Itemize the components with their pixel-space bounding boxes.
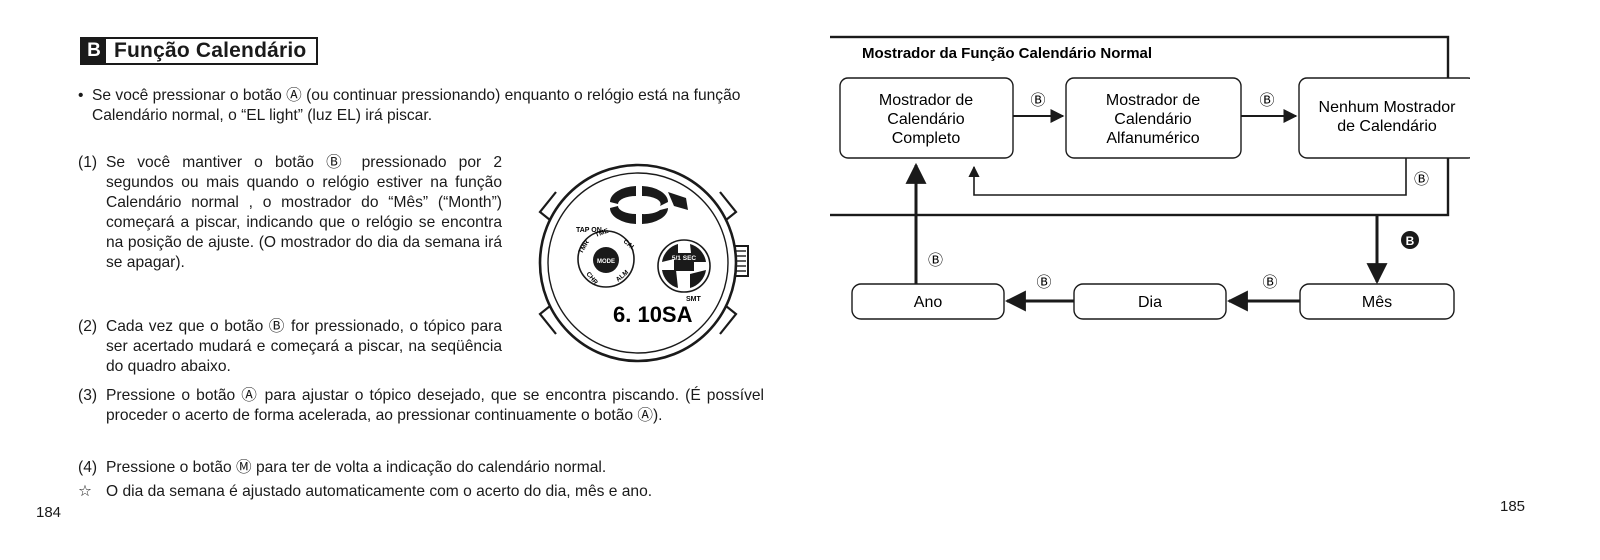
box-alpha-line1: Mostrador de bbox=[1106, 92, 1200, 109]
watch-case bbox=[538, 163, 738, 363]
page-number-right: 185 bbox=[1500, 498, 1526, 515]
setting-year: Ano bbox=[914, 294, 943, 311]
step-text: Pressione o botão Ⓜ para ter de volta a … bbox=[106, 459, 607, 476]
sub-dial-segments bbox=[662, 244, 706, 288]
step-2: (2) Cada vez que o botão Ⓑ for pressiona… bbox=[78, 317, 502, 377]
watch-illustration: MODE TAP ON TMR TME CAL ALM CHR 5/1 SEC … bbox=[538, 163, 749, 363]
smt-label: SMT bbox=[686, 296, 702, 303]
b-button-filled-label: B bbox=[1406, 234, 1415, 248]
intro-text: Se você pressionar o botão Ⓐ (ou continu… bbox=[92, 87, 741, 124]
box-alphanumeric bbox=[1065, 77, 1242, 159]
calendar-flow-diagram: Mostrador da Função Calendário Normal Mo… bbox=[830, 35, 1470, 320]
box-alpha-line2: Calendário bbox=[1114, 111, 1191, 128]
box-full-calendar bbox=[839, 77, 1014, 159]
arrow-none-to-full bbox=[968, 158, 1407, 196]
box-no-calendar bbox=[1298, 77, 1470, 159]
b-button-label: Ⓑ bbox=[1262, 274, 1277, 291]
b-button-label: Ⓑ bbox=[928, 252, 943, 269]
note-text: O dia da semana é ajustado automaticamen… bbox=[106, 483, 653, 500]
step-1: (1) Se você mantiver o botão Ⓑ pressiona… bbox=[78, 153, 502, 273]
step-text: Cada vez que o botão Ⓑ for pressionado, … bbox=[106, 318, 502, 375]
mode-ring-tme: TME bbox=[594, 227, 610, 238]
step-3: (3) Pressione o botão Ⓐ para ajustar o t… bbox=[78, 386, 764, 426]
sub-dial-label: 5/1 SEC bbox=[672, 255, 697, 262]
mode-center-label: MODE bbox=[597, 259, 615, 265]
section-letter: B bbox=[82, 39, 106, 63]
box-alpha-line3: Alfanumérico bbox=[1106, 130, 1199, 147]
section-header: B Função Calendário bbox=[80, 37, 319, 65]
setting-day: Dia bbox=[1138, 294, 1162, 311]
box-full-line2: Calendário bbox=[887, 111, 964, 128]
step-number: (1) bbox=[78, 154, 98, 171]
b-button-label: Ⓑ bbox=[1030, 92, 1045, 109]
step-number: (2) bbox=[78, 318, 98, 335]
sub-dial-center bbox=[674, 253, 694, 271]
section-title: Função Calendário bbox=[114, 39, 307, 62]
box-none-line1: Nenhum Mostrador bbox=[1319, 99, 1457, 116]
step-text: Pressione o botão Ⓐ para ajustar o tópic… bbox=[106, 387, 764, 424]
intro-bullet: • Se você pressionar o botão Ⓐ (ou conti… bbox=[78, 86, 764, 126]
box-full-line1: Mostrador de bbox=[879, 92, 973, 109]
diagram-title: Mostrador da Função Calendário Normal bbox=[862, 45, 1152, 62]
note: ☆ O dia da semana é ajustado automaticam… bbox=[78, 482, 764, 502]
box-none-line2: de Calendário bbox=[1337, 118, 1437, 135]
box-full-line3: Completo bbox=[892, 130, 961, 147]
mode-button-icon bbox=[593, 247, 619, 273]
tap-on-label: TAP ON bbox=[576, 227, 602, 234]
b-button-label: Ⓑ bbox=[1259, 92, 1274, 109]
watch-bezel bbox=[547, 172, 729, 354]
top-ring-segments bbox=[609, 186, 669, 224]
step-number: (3) bbox=[78, 387, 98, 404]
step-text: Se você mantiver o botão Ⓑ pressionado p… bbox=[106, 154, 502, 271]
b-button-filled-icon bbox=[1401, 231, 1419, 249]
setting-month: Mês bbox=[1362, 294, 1392, 311]
star-icon: ☆ bbox=[78, 483, 92, 500]
step-number: (4) bbox=[78, 459, 98, 476]
b-button-label: Ⓑ bbox=[1036, 274, 1051, 291]
box-year bbox=[851, 283, 1005, 320]
step-4: (4) Pressione o botão Ⓜ para ter de volt… bbox=[78, 458, 764, 478]
bullet-mark: • bbox=[78, 87, 84, 104]
top-ring-segments-right bbox=[668, 192, 688, 210]
crown-grip bbox=[736, 250, 746, 272]
page-number-left: 184 bbox=[36, 504, 62, 521]
digital-display: 6. 10SA bbox=[613, 302, 693, 327]
b-button-label: Ⓑ bbox=[1414, 171, 1429, 188]
